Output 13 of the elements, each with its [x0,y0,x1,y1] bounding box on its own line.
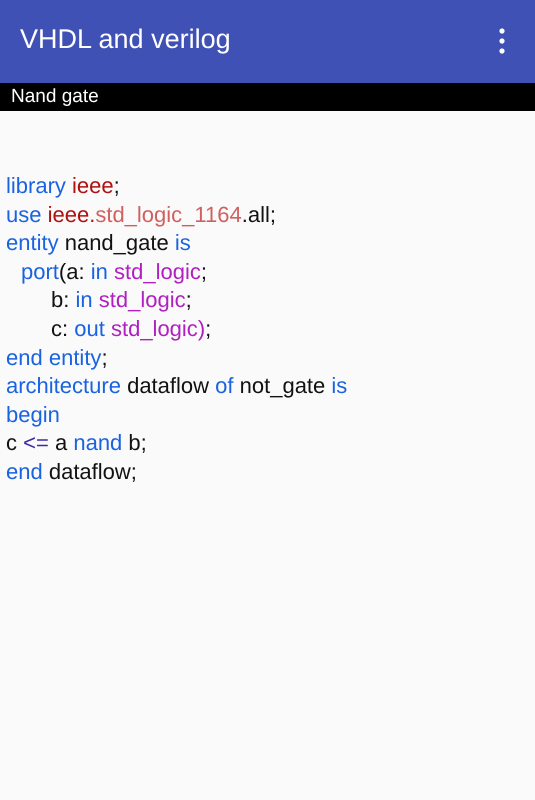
code-line: b: in std_logic; [51,287,192,314]
code-line: end dataflow; [6,459,137,485]
code-line: end entity; [6,344,108,371]
code-line: begin [6,402,60,428]
code-line: port(a: in std_logic; [21,258,207,285]
code-line: c: out std_logic); [51,316,212,342]
code-line: library ieee; [6,173,120,199]
code-line: entity nand_gate is [6,230,191,256]
app-title: VHDL and verilog [20,24,231,55]
code-line: architecture dataflow of not_gate is [6,373,348,400]
code-line: c <= a nand b; [6,430,147,456]
code-line: use ieee.std_logic_1164.all; [6,202,276,228]
section-heading: Nand gate [11,86,99,108]
